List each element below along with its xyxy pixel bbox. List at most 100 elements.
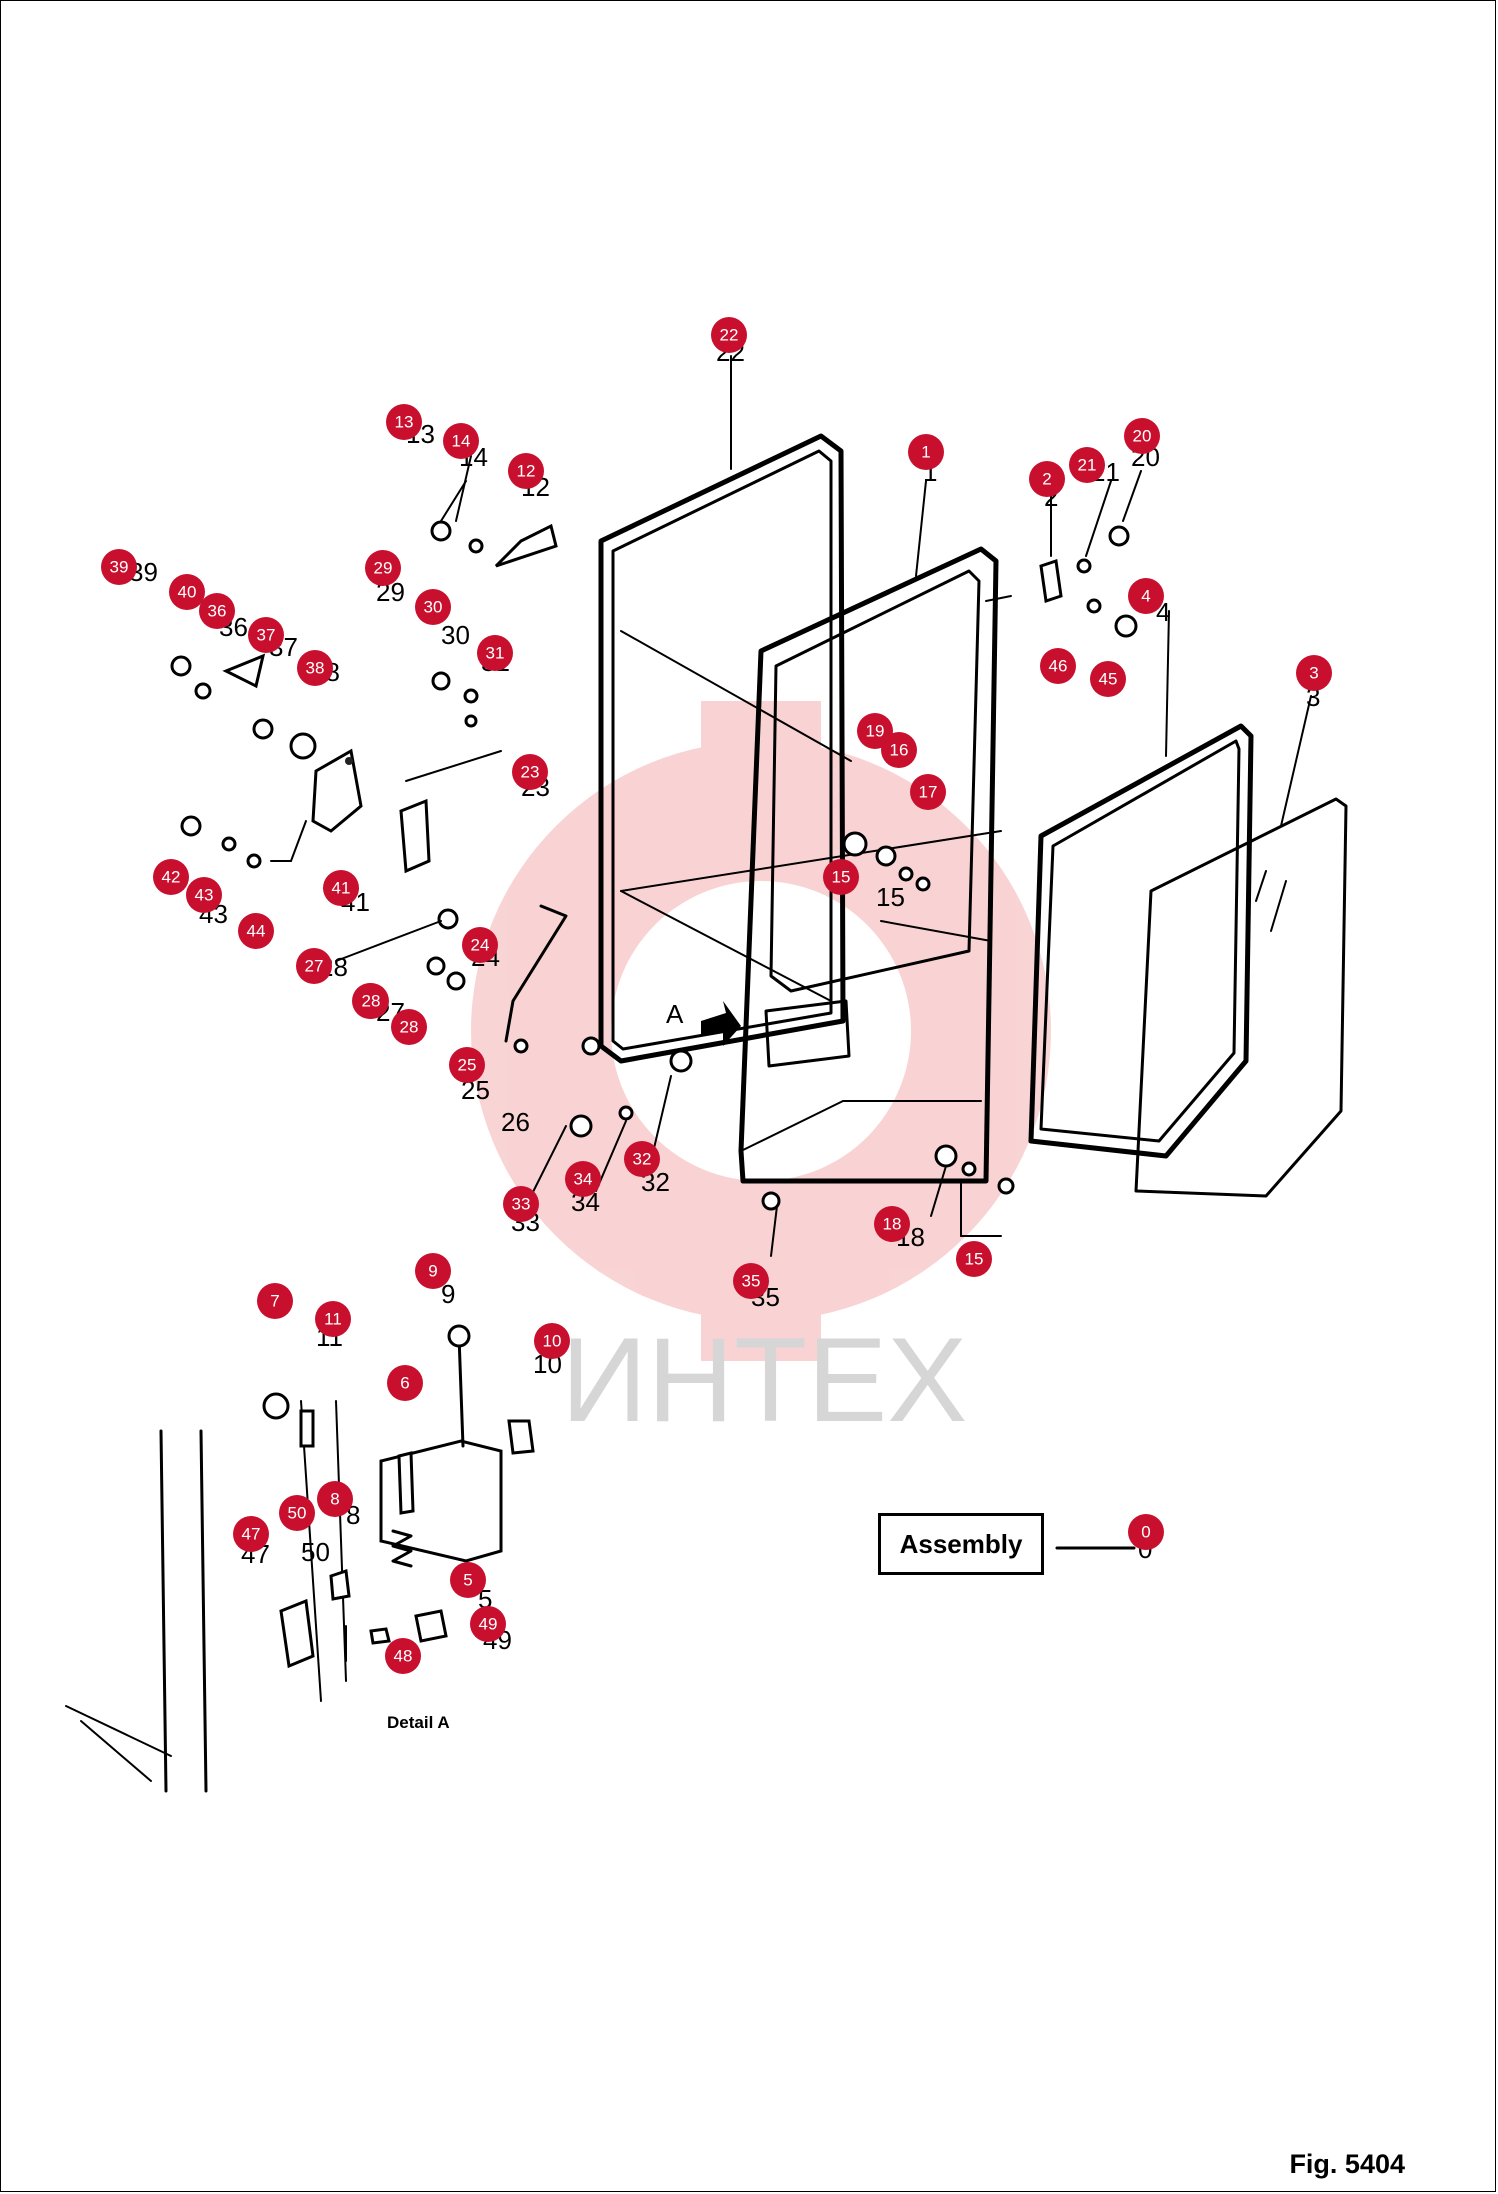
callout-badge: 37 (248, 617, 284, 653)
callout-badge: 31 (477, 635, 513, 671)
callout-number: 29 (374, 559, 393, 578)
callout-number: 3 (1309, 664, 1318, 683)
part-number-labels: 22 1 13 14 12 2 21 20 4 3 39 36 37 38 29… (129, 337, 1320, 1655)
callout-badge: 34 (565, 1161, 601, 1197)
callout-number: 36 (208, 602, 227, 621)
callout-badge: 42 (153, 859, 189, 895)
callout-badge: 19 (857, 713, 893, 749)
watermark-text: ИНТЕХ (561, 1313, 967, 1447)
part-number: 30 (441, 620, 470, 650)
callout-badge: 15 (823, 859, 859, 895)
callout-badge: 28 (391, 1009, 427, 1045)
callout-badge: 5 (450, 1562, 486, 1598)
callout-badge: 39 (101, 549, 137, 585)
callout-number: 15 (965, 1250, 984, 1269)
callout-number: 37 (257, 626, 276, 645)
leader-lines (270, 355, 1312, 1257)
callout-number: 8 (330, 1490, 339, 1509)
callout-number: 5 (463, 1571, 472, 1590)
callout-badge: 45 (1090, 661, 1126, 697)
callout-number: 0 (1141, 1523, 1150, 1542)
callout-badge: 11 (315, 1301, 351, 1337)
callout-badge: 9 (415, 1253, 451, 1289)
callout-badge: 10 (534, 1323, 570, 1359)
callout-badge: 16 (881, 732, 917, 768)
callout-badge: 18 (874, 1206, 910, 1242)
callout-badge: 2 (1029, 461, 1065, 497)
callout-number: 43 (195, 886, 214, 905)
callout-badge: 32 (624, 1141, 660, 1177)
callout-badge: 49 (470, 1606, 506, 1642)
callout-number: 15 (832, 868, 851, 887)
callout-number: 35 (742, 1272, 761, 1291)
callout-badge: 35 (733, 1263, 769, 1299)
callout-badge: 44 (238, 913, 274, 949)
glass-seal-part-4 (1028, 723, 1254, 1159)
callout-number: 31 (486, 644, 505, 663)
callout-badge: 4 (1128, 578, 1164, 614)
small-fasteners (170, 520, 1138, 1211)
part-number: 15 (876, 882, 905, 912)
callout-number: 2 (1042, 470, 1051, 489)
callout-number: 28 (362, 992, 381, 1011)
callout-number: 9 (428, 1262, 437, 1281)
callout-badge: 15 (956, 1241, 992, 1277)
rod-part-25 (504, 904, 568, 1043)
part-number: 9 (441, 1279, 455, 1309)
latch-bracket-part-23 (399, 750, 502, 874)
callout-number: 10 (543, 1332, 562, 1351)
callout-badge: 43 (186, 877, 222, 913)
callout-badge: 30 (415, 589, 451, 625)
callout-badge: 29 (365, 550, 401, 586)
callout-number: 40 (178, 583, 197, 602)
callout-number: 30 (424, 598, 443, 617)
callout-number: 39 (110, 558, 129, 577)
callout-number: 38 (306, 659, 325, 678)
view-arrow-icon (701, 1001, 741, 1046)
detail-a-view (65, 1324, 535, 1793)
callout-number: 21 (1078, 456, 1097, 475)
callout-number: 46 (1049, 657, 1068, 676)
callout-badge: 25 (449, 1047, 485, 1083)
callout-number: 49 (479, 1615, 498, 1634)
part-number: 50 (301, 1537, 330, 1567)
callout-badge: 14 (443, 423, 479, 459)
callout-number: 4 (1141, 587, 1150, 606)
callout-number: 27 (305, 957, 324, 976)
callout-badge: 24 (462, 927, 498, 963)
callout-badge: 1 (908, 434, 944, 470)
assembly-label-box: Assembly (878, 1513, 1044, 1575)
callout-badges: 0123456789101112131415151617181920212223… (101, 317, 1332, 1674)
callout-badge: 8 (317, 1481, 353, 1517)
callout-number: 41 (332, 879, 351, 898)
callout-badge: 22 (711, 317, 747, 353)
callout-badge: 3 (1296, 655, 1332, 691)
callout-badge: 38 (297, 650, 333, 686)
callout-badge: 23 (512, 754, 548, 790)
callout-badge: 27 (296, 948, 332, 984)
callout-badge: 33 (503, 1186, 539, 1222)
callout-number: 23 (521, 763, 540, 782)
callout-number: 18 (883, 1215, 902, 1234)
callout-badge: 12 (508, 453, 544, 489)
callout-number: 45 (1099, 670, 1118, 689)
callout-badge: 20 (1124, 418, 1160, 454)
callout-badge: 40 (169, 574, 205, 610)
callout-number: 7 (270, 1292, 279, 1311)
callout-number: 17 (919, 783, 938, 802)
callout-number: 6 (400, 1374, 409, 1393)
callout-number: 1 (921, 443, 930, 462)
callout-number: 11 (324, 1310, 342, 1329)
part-number: 26 (501, 1107, 530, 1137)
callout-number: 16 (890, 741, 909, 760)
callout-badge: 41 (323, 870, 359, 906)
callout-badge: 13 (386, 404, 422, 440)
callout-badge: 7 (257, 1283, 293, 1319)
callout-number: 44 (247, 922, 266, 941)
detail-a-label: Detail A (387, 1713, 450, 1732)
callout-number: 34 (574, 1170, 593, 1189)
hinge-plate-part-41 (311, 748, 363, 833)
callout-badge: 48 (385, 1638, 421, 1674)
